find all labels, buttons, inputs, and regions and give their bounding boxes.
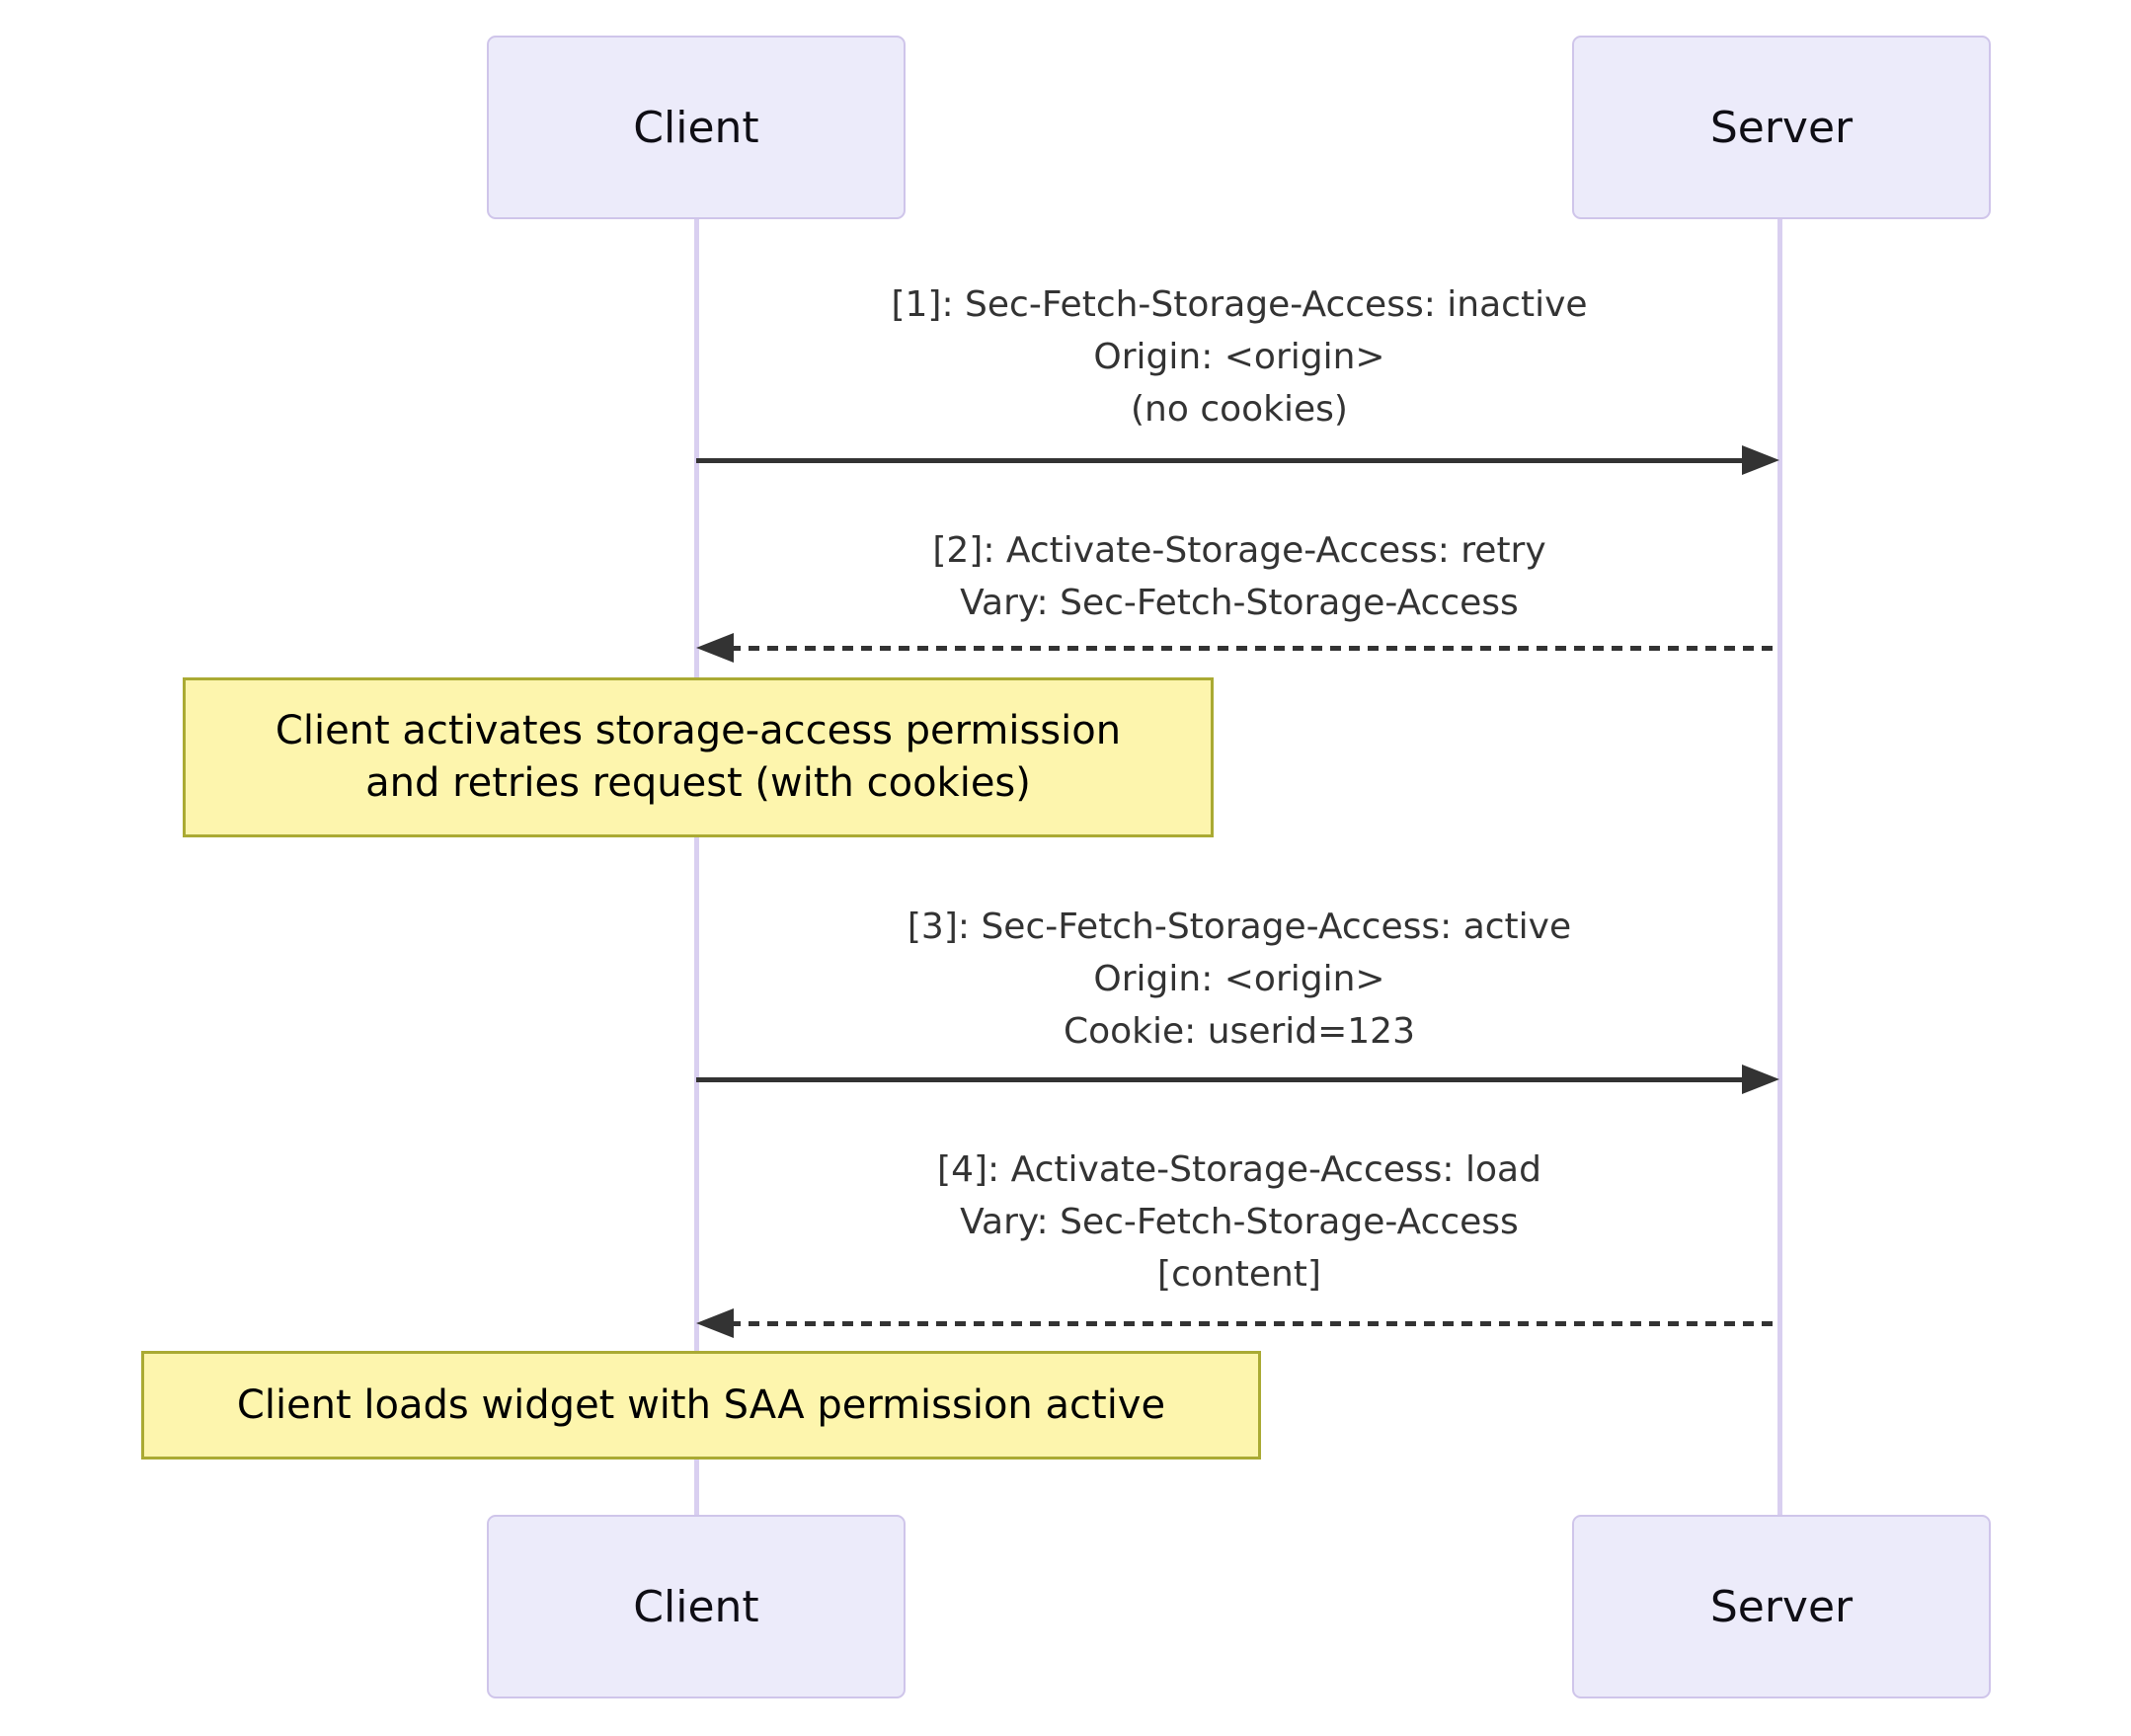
actor-box-server-top: Server [1572, 36, 1991, 219]
note-2-line-1: Client loads widget with SAA permission … [236, 1381, 1166, 1428]
message-3-arrow [696, 1064, 1779, 1095]
message-2-line-2: Vary: Sec-Fetch-Storage-Access [960, 583, 1519, 623]
actor-box-client-top: Client [487, 36, 906, 219]
note-1-line-1: Client activates storage-access permissi… [275, 708, 1122, 753]
message-2-arrowhead-icon [696, 633, 734, 663]
message-1-text: [1]: Sec-Fetch-Storage-Access: inactive … [698, 278, 1780, 435]
message-4-arrow [696, 1307, 1779, 1339]
note-client-activates: Client activates storage-access permissi… [183, 677, 1214, 837]
message-4-line-2: Vary: Sec-Fetch-Storage-Access [960, 1202, 1519, 1242]
message-1-line-2: Origin: <origin> [1093, 337, 1385, 377]
message-1-arrow [696, 444, 1779, 476]
note-client-loads-widget: Client loads widget with SAA permission … [141, 1351, 1261, 1460]
actor-label-client-top: Client [633, 102, 759, 153]
message-4-arrowhead-icon [696, 1308, 734, 1338]
lifeline-server [1777, 219, 1782, 1517]
message-3-line-2: Origin: <origin> [1093, 959, 1385, 999]
actor-label-client-bottom: Client [633, 1581, 759, 1632]
message-1-line-3: (no cookies) [1131, 389, 1348, 430]
actor-label-server-top: Server [1709, 102, 1854, 153]
actor-label-server-bottom: Server [1709, 1581, 1854, 1632]
message-3-arrow-line [696, 1077, 1746, 1082]
message-2-arrow [696, 632, 1779, 664]
message-4-line-3: [content] [1157, 1254, 1321, 1295]
actor-box-client-bottom: Client [487, 1515, 906, 1698]
lifeline-client [694, 219, 699, 1517]
message-1-line-1: [1]: Sec-Fetch-Storage-Access: inactive [891, 284, 1588, 325]
message-3-line-1: [3]: Sec-Fetch-Storage-Access: active [907, 907, 1572, 947]
message-1-arrowhead-icon [1742, 445, 1779, 475]
actor-box-server-bottom: Server [1572, 1515, 1991, 1698]
note-1-line-2: and retries request (with cookies) [365, 760, 1031, 806]
message-1-arrow-line [696, 458, 1746, 463]
message-4-line-1: [4]: Activate-Storage-Access: load [937, 1149, 1541, 1190]
message-3-arrowhead-icon [1742, 1065, 1779, 1094]
message-3-line-3: Cookie: userid=123 [1063, 1011, 1415, 1052]
message-4-text: [4]: Activate-Storage-Access: load Vary:… [698, 1144, 1780, 1301]
message-2-line-1: [2]: Activate-Storage-Access: retry [932, 530, 1546, 571]
message-2-arrow-line [730, 646, 1779, 651]
message-4-arrow-line [730, 1321, 1779, 1326]
message-3-text: [3]: Sec-Fetch-Storage-Access: active Or… [698, 901, 1780, 1058]
message-2-text: [2]: Activate-Storage-Access: retry Vary… [698, 524, 1780, 629]
